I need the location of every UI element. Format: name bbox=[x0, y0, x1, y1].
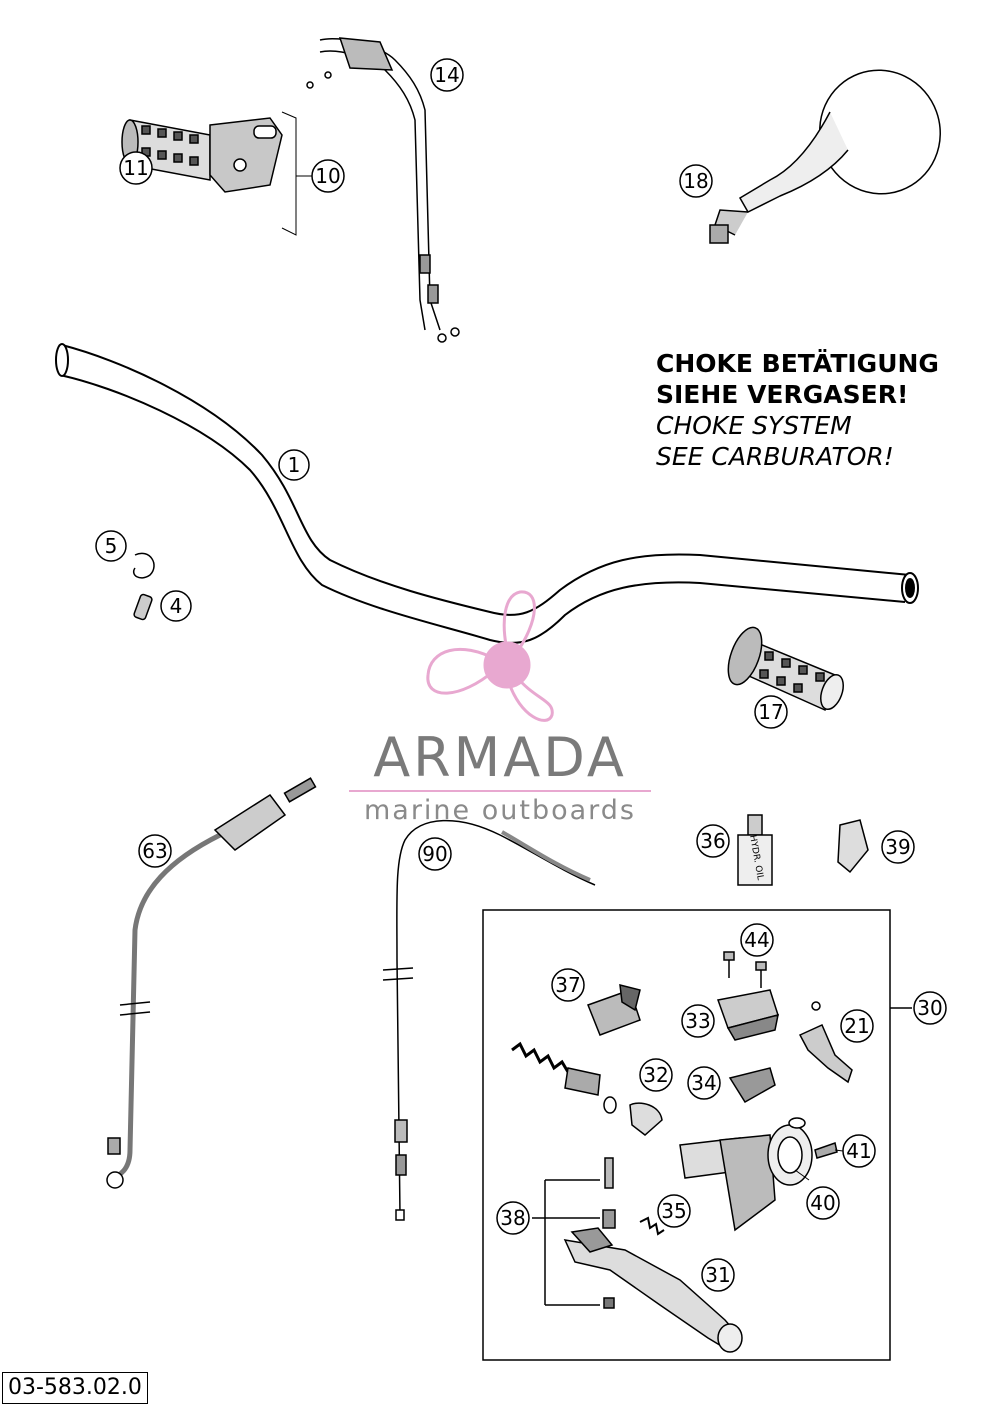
brand-name: ARMADA bbox=[373, 726, 627, 789]
callout-31: 31 bbox=[701, 1258, 735, 1292]
svg-text:63: 63 bbox=[142, 839, 167, 863]
callout-1: 1 bbox=[278, 449, 310, 481]
svg-text:11: 11 bbox=[123, 156, 148, 180]
callout-33: 33 bbox=[681, 1004, 715, 1038]
piston-spring bbox=[511, 1041, 663, 1136]
svg-text:90: 90 bbox=[422, 842, 447, 866]
clip-and-pin bbox=[133, 552, 155, 621]
svg-text:38: 38 bbox=[500, 1206, 525, 1230]
svg-text:1: 1 bbox=[288, 453, 301, 477]
callout-11: 11 bbox=[119, 151, 153, 185]
handlebar bbox=[55, 343, 919, 644]
cover-33 bbox=[716, 989, 779, 1041]
svg-text:35: 35 bbox=[661, 1199, 686, 1223]
callout-37: 37 bbox=[551, 968, 585, 1002]
svg-text:14: 14 bbox=[434, 63, 459, 87]
svg-text:10: 10 bbox=[315, 164, 340, 188]
throttle-grip bbox=[121, 117, 283, 193]
clutch-cable-90 bbox=[382, 819, 596, 1221]
lever-31 bbox=[563, 1227, 743, 1353]
parts-38 bbox=[532, 1157, 616, 1309]
callout-18: 18 bbox=[679, 164, 713, 198]
master-cylinder-box bbox=[482, 909, 912, 1361]
callout-41: 41 bbox=[842, 1134, 876, 1168]
part-21 bbox=[798, 1001, 853, 1084]
callouts: 1 5 4 11 10 14 18 17 63 90 36 39 44 37 3… bbox=[95, 58, 947, 1292]
choke-note-de-line1: CHOKE BETÄTIGUNG bbox=[656, 349, 939, 378]
leader-lines bbox=[794, 1149, 844, 1181]
svg-text:5: 5 bbox=[105, 534, 118, 558]
svg-text:34: 34 bbox=[691, 1071, 716, 1095]
callout-10: 10 bbox=[311, 159, 345, 193]
svg-text:44: 44 bbox=[744, 928, 769, 952]
clutch-cable-63 bbox=[106, 777, 317, 1189]
callout-34: 34 bbox=[687, 1066, 721, 1100]
svg-text:4: 4 bbox=[170, 594, 183, 618]
svg-text:21: 21 bbox=[844, 1014, 869, 1038]
throttle-cables bbox=[306, 37, 460, 343]
callout-35: 35 bbox=[657, 1194, 691, 1228]
svg-text:31: 31 bbox=[705, 1263, 730, 1287]
callout-39: 39 bbox=[881, 830, 915, 864]
brand-tagline: marine outboards bbox=[363, 795, 636, 826]
brand-logo-propeller bbox=[426, 590, 554, 722]
callout-14: 14 bbox=[430, 58, 464, 92]
master-cylinder-body bbox=[679, 1117, 813, 1232]
svg-text:32: 32 bbox=[643, 1063, 668, 1087]
callout-32: 32 bbox=[639, 1058, 673, 1092]
callout-4: 4 bbox=[160, 590, 192, 622]
svg-text:39: 39 bbox=[885, 835, 910, 859]
mirror bbox=[709, 69, 941, 244]
spring-35 bbox=[639, 1216, 665, 1236]
choke-note-en-line2: SEE CARBURATOR! bbox=[656, 442, 894, 471]
callout-63: 63 bbox=[138, 834, 172, 868]
callout-5: 5 bbox=[95, 530, 127, 562]
oil-bottle bbox=[737, 814, 773, 886]
callout-38: 38 bbox=[496, 1201, 530, 1235]
screw-41 bbox=[814, 1142, 838, 1159]
callout-44: 44 bbox=[740, 923, 774, 957]
bracket-10 bbox=[281, 111, 312, 236]
document-number: 03-583.02.0 bbox=[2, 1372, 148, 1404]
callout-36: 36 bbox=[696, 824, 730, 858]
svg-text:18: 18 bbox=[683, 169, 708, 193]
brand-rule bbox=[349, 790, 651, 792]
callout-21: 21 bbox=[840, 1009, 874, 1043]
svg-text:30: 30 bbox=[917, 996, 942, 1020]
screws-44 bbox=[723, 951, 767, 988]
part-34 bbox=[728, 1067, 776, 1104]
svg-text:40: 40 bbox=[810, 1191, 835, 1215]
part-39 bbox=[837, 819, 869, 874]
svg-text:33: 33 bbox=[685, 1009, 710, 1033]
callout-90: 90 bbox=[418, 837, 452, 871]
part-37 bbox=[587, 984, 641, 1036]
svg-text:36: 36 bbox=[700, 829, 725, 853]
svg-text:41: 41 bbox=[846, 1139, 871, 1163]
choke-note: CHOKE BETÄTIGUNG SIEHE VERGASER! CHOKE S… bbox=[656, 348, 976, 472]
callout-17: 17 bbox=[754, 695, 788, 729]
choke-note-de-line2: SIEHE VERGASER! bbox=[656, 380, 909, 409]
callout-40: 40 bbox=[806, 1186, 840, 1220]
svg-text:17: 17 bbox=[758, 700, 783, 724]
brand-watermark: ARMADA marine outboards bbox=[340, 728, 660, 828]
svg-text:37: 37 bbox=[555, 973, 580, 997]
callout-30: 30 bbox=[913, 991, 947, 1025]
choke-note-en-line1: CHOKE SYSTEM bbox=[656, 411, 852, 440]
right-grip bbox=[727, 626, 844, 712]
